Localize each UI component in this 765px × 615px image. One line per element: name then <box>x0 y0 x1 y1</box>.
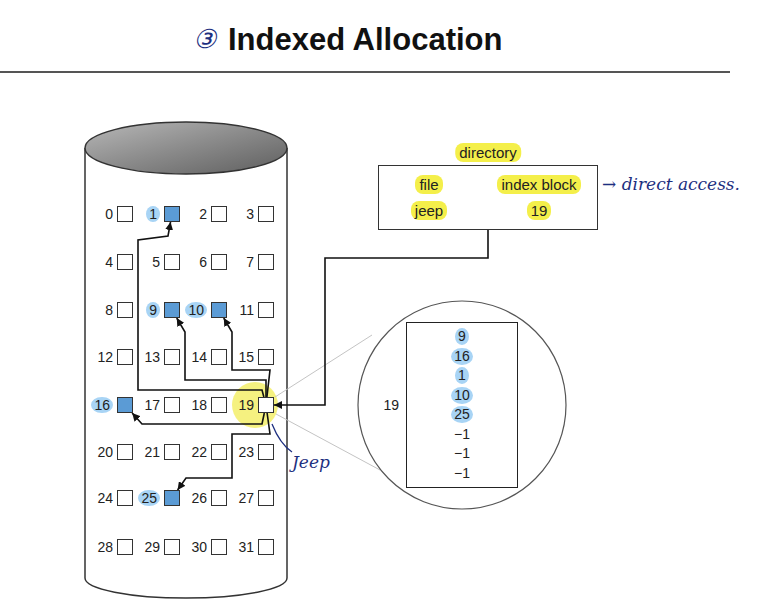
disk-block: 4 <box>117 254 133 270</box>
used-block: 25 <box>164 490 180 506</box>
block-number: 27 <box>238 490 254 506</box>
disk-block: 12 <box>117 349 133 365</box>
block-number: 9 <box>146 302 160 318</box>
index-entry: 9 <box>455 328 469 345</box>
table-cell: file <box>415 175 442 194</box>
highlight-glow <box>232 382 278 428</box>
disk-block: 13 <box>164 349 180 365</box>
block-number: 20 <box>97 444 113 460</box>
block-number: 2 <box>199 206 207 222</box>
block-number: 1 <box>146 206 160 222</box>
handwritten-number: ③ <box>193 24 216 54</box>
block-number: 14 <box>191 349 207 365</box>
handwritten-note: → direct access. <box>602 174 740 194</box>
block-number: 28 <box>97 539 113 555</box>
block-number: 8 <box>105 302 113 318</box>
disk-cylinder <box>85 148 287 598</box>
block-number: 21 <box>144 444 160 460</box>
block-number: 17 <box>144 397 160 413</box>
disk-block: 19 <box>258 397 274 413</box>
table-cell: 19 <box>527 201 552 220</box>
block-number: 13 <box>144 349 160 365</box>
used-block: 9 <box>164 302 180 318</box>
block-number: 31 <box>238 539 254 555</box>
block-number: 7 <box>246 254 254 270</box>
block-number: 30 <box>191 539 207 555</box>
used-block: 16 <box>117 397 133 413</box>
table-cell: jeep <box>411 201 447 220</box>
block-number: 4 <box>105 254 113 270</box>
used-block: 1 <box>164 206 180 222</box>
block-number: 23 <box>238 444 254 460</box>
block-number: 15 <box>238 349 254 365</box>
directory-table: directoryfileindex blockjeep19 <box>378 165 598 230</box>
disk-block: 21 <box>164 444 180 460</box>
disk-block: 17 <box>164 397 180 413</box>
disk-block: 6 <box>211 254 227 270</box>
title-rule <box>0 71 730 73</box>
block-number: 19 <box>383 397 399 414</box>
used-block: 10 <box>211 302 227 318</box>
disk-block: 22 <box>211 444 227 460</box>
disk-block: 15 <box>258 349 274 365</box>
page-title: Indexed Allocation <box>228 22 502 58</box>
block-number: 22 <box>191 444 207 460</box>
leader-line <box>272 424 292 452</box>
index-entry: −1 <box>454 426 470 443</box>
disk-block: 2 <box>211 206 227 222</box>
index-block: 1991611025−1−1−1 <box>406 322 518 488</box>
disk-block: 29 <box>164 539 180 555</box>
magnifier-circle <box>358 301 566 509</box>
disk-block: 3 <box>258 206 274 222</box>
block-number: 0 <box>105 206 113 222</box>
block-number: 24 <box>97 490 113 506</box>
disk-block: 24 <box>117 490 133 506</box>
index-entry: 25 <box>451 406 473 423</box>
disk-block: 31 <box>258 539 274 555</box>
disk-block: 27 <box>258 490 274 506</box>
disk-block: 11 <box>258 302 274 318</box>
block-number: 26 <box>191 490 207 506</box>
disk-block: 14 <box>211 349 227 365</box>
disk-top <box>85 122 287 174</box>
zoom-line <box>275 335 372 397</box>
disk-block: 26 <box>211 490 227 506</box>
block-number: 16 <box>91 397 113 413</box>
pointer-arrow <box>178 413 270 490</box>
disk-block: 0 <box>117 206 133 222</box>
index-entry: 1 <box>455 367 469 384</box>
disk-block: 20 <box>117 444 133 460</box>
block-number: 10 <box>185 302 207 318</box>
disk-block: 5 <box>164 254 180 270</box>
pointer-arrow <box>177 318 266 397</box>
block-number: 5 <box>152 254 160 270</box>
block-number: 12 <box>97 349 113 365</box>
pointer-arrow <box>274 230 488 405</box>
disk-block: 28 <box>117 539 133 555</box>
disk-block: 18 <box>211 397 227 413</box>
disk-block: 23 <box>258 444 274 460</box>
block-number: 29 <box>144 539 160 555</box>
block-number: 3 <box>246 206 254 222</box>
block-number: 18 <box>191 397 207 413</box>
table-heading: directory <box>455 143 521 162</box>
block-number: 11 <box>239 302 254 318</box>
disk-block: 8 <box>117 302 133 318</box>
index-entry: −1 <box>454 465 470 482</box>
index-entry: −1 <box>454 445 470 462</box>
index-entry: 16 <box>451 348 473 365</box>
pointer-arrow <box>132 413 264 424</box>
block-number: 19 <box>238 397 254 413</box>
disk-block: 30 <box>211 539 227 555</box>
index-entry: 10 <box>451 387 473 404</box>
handwritten-note: Jeep <box>292 452 330 472</box>
table-cell: index block <box>497 175 580 194</box>
block-number: 6 <box>199 254 207 270</box>
disk-block: 7 <box>258 254 274 270</box>
block-number: 25 <box>138 490 160 506</box>
